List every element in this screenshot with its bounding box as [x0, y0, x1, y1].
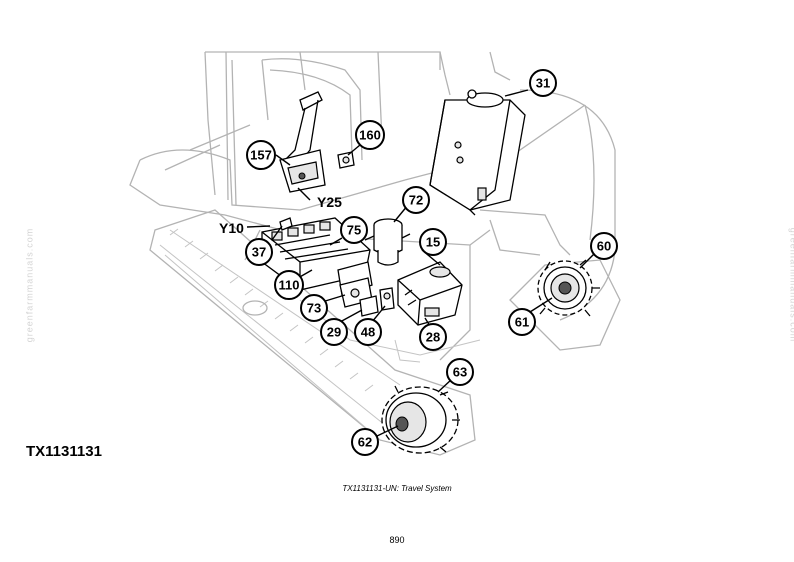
svg-text:160: 160	[359, 128, 381, 143]
svg-text:61: 61	[515, 315, 529, 330]
tag-y25: Y25	[317, 194, 342, 210]
svg-text:29: 29	[327, 325, 341, 340]
svg-text:37: 37	[252, 245, 266, 260]
center-swivel-joint	[364, 218, 411, 266]
callout-160: 160	[355, 120, 385, 150]
svg-text:73: 73	[307, 301, 321, 316]
figure-id: TX1131131	[26, 443, 102, 460]
left-final-drive	[381, 385, 460, 454]
figure-caption: TX1131131-UN: Travel System	[342, 484, 452, 493]
callout-110: 110	[274, 270, 304, 300]
page-number: 890	[389, 535, 405, 545]
callout-75: 75	[340, 216, 368, 244]
callout-37: 37	[245, 238, 273, 266]
travel-motor	[397, 261, 463, 326]
watermark-left: greenfarmmanuals.com	[24, 227, 35, 343]
pilot-switch	[337, 151, 355, 169]
callout-15: 15	[419, 228, 447, 256]
svg-text:62: 62	[358, 435, 372, 450]
callout-72: 72	[402, 186, 430, 214]
svg-text:72: 72	[409, 193, 423, 208]
svg-text:63: 63	[453, 365, 467, 380]
svg-text:28: 28	[426, 330, 440, 345]
callout-157: 157	[246, 140, 276, 170]
callout-63: 63	[446, 358, 474, 386]
hydraulic-tank	[429, 89, 526, 216]
right-final-drive	[537, 259, 600, 317]
excavator-outline	[129, 51, 621, 456]
callout-60: 60	[590, 232, 618, 260]
svg-text:48: 48	[361, 325, 375, 340]
svg-text:110: 110	[279, 278, 300, 293]
callout-61: 61	[508, 308, 536, 336]
tag-y10: Y10	[219, 220, 244, 236]
svg-text:15: 15	[426, 235, 440, 250]
callout-28: 28	[419, 323, 447, 351]
svg-text:31: 31	[536, 76, 550, 91]
svg-text:75: 75	[347, 223, 361, 238]
callout-73: 73	[300, 294, 328, 322]
svg-text:157: 157	[250, 148, 272, 163]
fittings	[359, 287, 395, 317]
travel-pedal-assembly	[279, 91, 326, 193]
watermark-right: greenfarmmanuals.com	[788, 227, 794, 343]
callout-29: 29	[320, 318, 348, 346]
callout-31: 31	[529, 69, 557, 97]
callout-62: 62	[351, 428, 379, 456]
callout-48: 48	[354, 318, 382, 346]
svg-text:60: 60	[597, 239, 611, 254]
